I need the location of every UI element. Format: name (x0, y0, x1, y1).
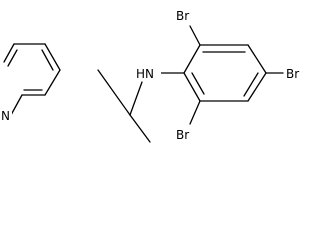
bond-pyr-n-c2 (10, 94, 23, 116)
molecule-diagram: HN Br Br Br N (0, 9, 299, 143)
br-right-label: Br (286, 67, 299, 81)
br-top-label: Br (176, 9, 189, 23)
bond-aryl-c3-c4 (247, 44, 267, 74)
bond-aryl-double-2 (243, 72, 259, 97)
bond-pyr-c6-n (3, 43, 15, 63)
bond-pyr-c4-c5 (44, 43, 61, 71)
bond-aryl-c6-c1 (183, 72, 201, 102)
bond-pyr-double-3 (7, 49, 18, 67)
nh-label: HN (136, 67, 154, 81)
br-bottom-label: Br (176, 128, 189, 142)
bond-pyr-c3-c4 (44, 69, 61, 96)
bond-ring-ch (97, 69, 131, 116)
n-pyridine-label: N (1, 109, 10, 123)
bond-aryl-c1-c2 (183, 44, 201, 74)
bond-c-br-top (189, 25, 201, 46)
n-label-bg (0, 109, 12, 125)
nh-label-bg (137, 65, 161, 81)
atom-labels: HN Br Br Br N (0, 9, 299, 142)
bond-aryl-c4-c5 (247, 72, 267, 102)
bonds (3, 25, 284, 143)
bond-c-br-bottom (189, 100, 201, 125)
bond-ch-nh (129, 81, 143, 116)
bond-ch-ch3 (129, 114, 151, 143)
bond-aryl-double-3 (191, 72, 205, 95)
bond-pyr-double-2 (41, 49, 54, 71)
